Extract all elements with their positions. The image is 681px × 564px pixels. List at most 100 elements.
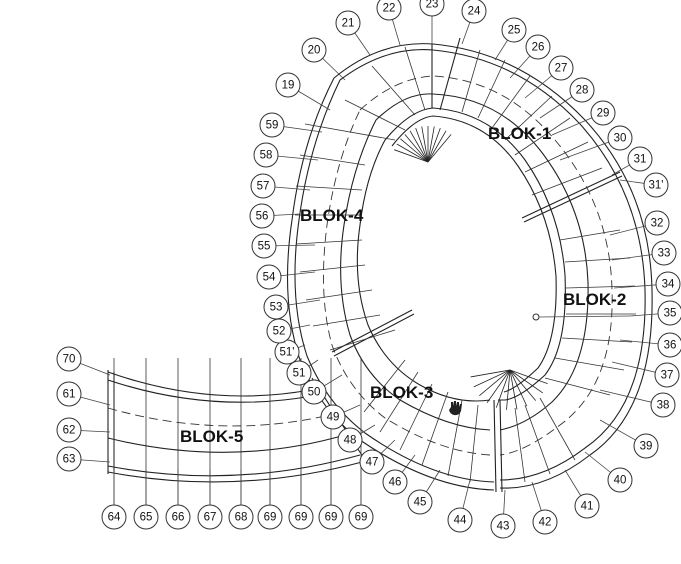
axis-bubble-label: 24 [468, 6, 481, 18]
axis-bubble-47: 47 [359, 449, 385, 475]
axis-bubble-67: 67 [197, 504, 223, 530]
joint-blok1-blok4-b [439, 37, 461, 111]
axis-bubble-label: 39 [640, 441, 653, 453]
axis-bubble-54: 54 [256, 264, 282, 290]
stair-fan-bottom [470, 369, 548, 410]
axis-bubble-31: 31 [627, 146, 653, 172]
axis-bubble-label: 40 [614, 475, 627, 487]
radial-grid-line [399, 383, 433, 451]
axis-bubble-circle [256, 264, 282, 290]
axis-bubble-circle [525, 34, 551, 60]
axis-bubble-42: 42 [532, 509, 558, 535]
axis-bubble-circle [651, 240, 677, 266]
axis-bubble-label: 28 [576, 85, 589, 97]
axis-bubble-circle [407, 489, 433, 515]
stair-fan-line [470, 369, 511, 378]
stair-fan-line [495, 369, 511, 408]
stair-fan-line [509, 369, 543, 394]
stair-fan-line [404, 134, 429, 163]
axis-bubble-label: 68 [235, 512, 248, 524]
axis-bubble-circle [253, 142, 279, 168]
radial-grid-line [514, 407, 526, 483]
axis-bubble-31p: 31' [643, 172, 669, 198]
radial-grid-line [469, 404, 479, 483]
axis-bubble-label: 69 [295, 512, 308, 524]
blok5-dashed-line [107, 407, 331, 427]
axis-bubble-circle [56, 446, 82, 472]
radial-grid-lines [295, 46, 636, 483]
axis-bubble-52: 52 [266, 318, 292, 344]
radial-grid-line [379, 371, 419, 433]
axis-bubble-circle [335, 10, 361, 36]
axis-bubble-circle [627, 146, 653, 172]
axis-bubble-32: 32 [644, 210, 670, 236]
axis-bubble-circle [633, 433, 659, 459]
stair-fan-line [427, 126, 435, 163]
stair-fan-line [409, 130, 429, 163]
axis-bubble-circle [607, 467, 633, 493]
axis-bubble-circle [101, 504, 127, 530]
stair-fan-line [509, 369, 528, 407]
outer-boundary-line [287, 43, 653, 491]
radial-grid-line [329, 329, 396, 351]
axis-bubble-51: 51 [286, 360, 312, 386]
blok-3-label: BLOK-3 [370, 383, 433, 402]
axis-bubble-circle [348, 504, 374, 530]
axis-bubble-label: 55 [258, 241, 271, 253]
axis-bubble-label: 52 [273, 326, 286, 338]
axis-bubble-65: 65 [133, 504, 159, 530]
axis-bubble-label: 61 [63, 389, 76, 401]
axis-bubble-circle [359, 449, 385, 475]
blok5-bottom-line [107, 454, 361, 477]
axis-bubble-circle [569, 77, 595, 103]
axis-bubble-label: 41 [581, 501, 594, 513]
axis-bubble-46: 46 [382, 469, 408, 495]
axis-bubble-circle [228, 504, 254, 530]
axis-bubble-label: 47 [366, 457, 379, 469]
radial-grid-line [524, 404, 551, 475]
axis-bubble-label: 51' [280, 347, 295, 359]
radial-grid-line [363, 359, 406, 413]
radial-grid-line [461, 49, 481, 113]
axis-bubble-circle [655, 271, 681, 297]
axis-bubble-45: 45 [407, 489, 433, 515]
axis-bubble-circle [650, 392, 676, 418]
radial-grid-line [504, 95, 553, 141]
inner-edge-line [391, 115, 557, 393]
axis-bubble-circle [461, 0, 487, 24]
stair-fan-line [509, 369, 537, 401]
radial-grid-line [531, 167, 603, 196]
axis-bubble-63: 63 [56, 446, 82, 472]
axis-bubble-circle [320, 404, 346, 430]
axis-bubble-51p: 51' [274, 339, 300, 365]
axis-bubble-38: 38 [650, 392, 676, 418]
axis-bubble-20: 20 [301, 37, 327, 63]
axis-bubble-69c: 69 [318, 504, 344, 530]
radial-grid-line [299, 264, 366, 273]
axis-bubble-circle [263, 294, 289, 320]
axis-bubble-label: 38 [657, 400, 670, 412]
axis-bubble-69a: 69 [257, 504, 283, 530]
axis-bubble-label: 63 [63, 454, 76, 466]
axis-bubble-label: 67 [204, 512, 217, 524]
axis-bubble-label: 49 [327, 412, 340, 424]
axis-bubble-label: 43 [497, 521, 510, 533]
axis-bubble-label: 30 [614, 133, 627, 145]
axis-bubble-circle [607, 125, 633, 151]
radial-grid-line [477, 59, 506, 119]
axis-bubble-label: 53 [270, 302, 283, 314]
axis-bubble-55: 55 [251, 233, 277, 259]
stair-fan-line [506, 369, 511, 410]
axis-bubble-label: 37 [661, 370, 674, 382]
center-point-mark [532, 313, 540, 321]
joint-blok2-blok3 [493, 399, 497, 493]
axis-bubble-label: 64 [108, 512, 121, 524]
blok-4-label: BLOK-4 [300, 206, 364, 225]
radial-grid-line [295, 185, 363, 191]
axis-bubble-label: 31 [634, 154, 647, 166]
axis-bubble-label: 65 [140, 512, 153, 524]
axis-bubble-label: 44 [454, 515, 467, 527]
axis-bubble-48: 48 [337, 427, 363, 453]
axis-bubble-circle [574, 493, 600, 519]
axis-bubble-circle [56, 417, 82, 443]
